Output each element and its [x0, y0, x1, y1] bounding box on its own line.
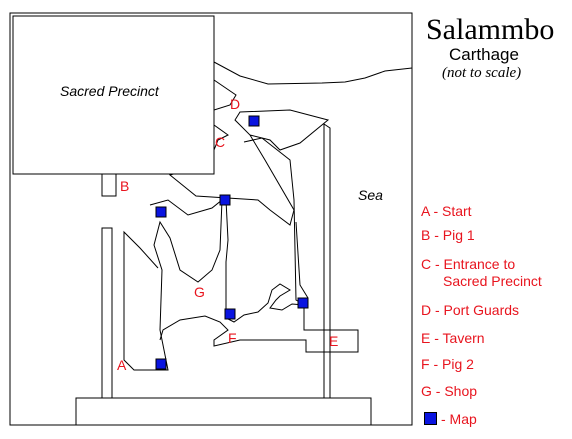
sacred-precinct-label: Sacred Precinct [60, 83, 159, 99]
legend-item-e: E - Tavern [421, 330, 485, 346]
marker-e: E [329, 333, 339, 349]
map-icon [219, 194, 231, 206]
scale-note: (not to scale) [442, 65, 522, 81]
legend-item-c-line2: Sacred Precinct [443, 273, 542, 289]
legend-item-a: A - Start [421, 203, 472, 219]
map-icon [155, 358, 167, 370]
map-subtitle: Carthage [449, 45, 519, 64]
legend-item-f: F - Pig 2 [421, 356, 474, 372]
map-title: Salammbo [426, 13, 555, 46]
legend-item-map: - Map [421, 411, 477, 428]
legend-map-label: - Map [441, 411, 477, 427]
street-lower [159, 199, 359, 353]
marker-c: C [215, 134, 226, 150]
map-icon [297, 297, 309, 309]
sacred-precinct-box [12, 15, 215, 175]
marker-b: B [120, 178, 130, 194]
coastline [213, 61, 413, 85]
base-wall [75, 397, 372, 426]
map-icon [248, 115, 260, 127]
street-b [101, 174, 117, 197]
sea-label: Sea [358, 187, 383, 203]
west-wall [101, 227, 113, 399]
marker-g: G [194, 284, 205, 300]
street-loop-right [243, 137, 309, 306]
marker-f: F [228, 330, 237, 346]
marker-d: D [230, 96, 241, 112]
legend-item-c-line1: C - Entrance to [421, 256, 516, 272]
street-middle [123, 198, 223, 371]
legend-item-b: B - Pig 1 [421, 227, 475, 243]
map-icon [224, 308, 236, 320]
map-icon [155, 206, 167, 218]
marker-a: A [117, 357, 127, 373]
legend-item-d: D - Port Guards [421, 302, 520, 318]
legend-map-icon [424, 412, 437, 425]
harbor-pier [323, 123, 331, 399]
legend-item-g: G - Shop [421, 383, 478, 399]
